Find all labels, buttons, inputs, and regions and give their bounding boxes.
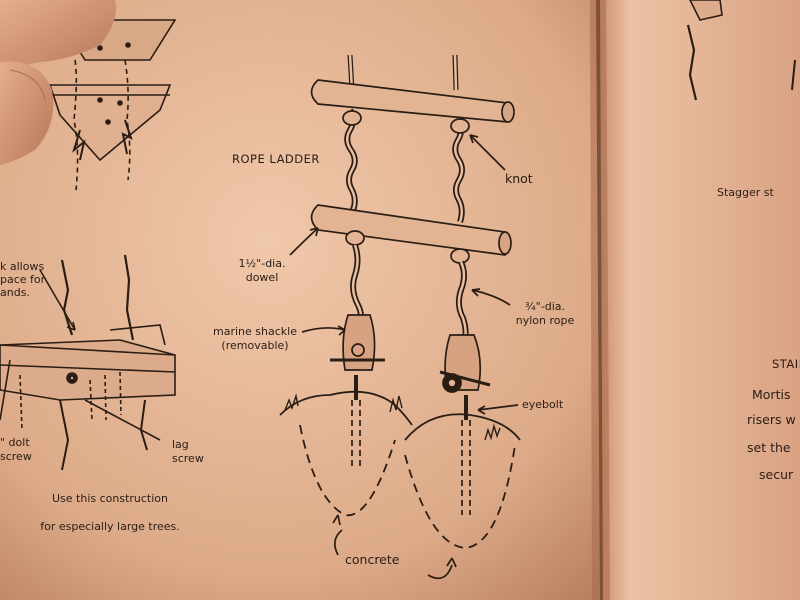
lag-screw-label-line1: lag [172,438,189,451]
rope-ladder-drawing [279,54,521,580]
dowel-label-line1: 1½"-dia. [238,257,286,270]
stairs-text-line2: risers w [747,412,796,427]
right-page [600,0,800,600]
beam-drawing [0,254,176,471]
caption-line1: Use this construction [51,492,169,505]
right-page-drawing [686,0,796,101]
knot-label: knot [505,171,533,186]
concrete-label: concrete [345,552,400,567]
left-page [0,0,600,600]
lag-screw-label-line2: screw [172,452,204,465]
bolt-label-line1: " dolt [0,436,30,449]
rope-label-line2: nylon rope [515,314,575,327]
stairs-heading: STAIRS [772,357,800,371]
thumb [0,0,116,165]
stairs-text-line4: secur [759,467,794,482]
eyebolt-label: eyebolt [522,398,564,411]
allow-note-line3: ands. [0,286,30,299]
allow-note-line1: k allows [0,260,45,273]
stairs-text-line3: set the [747,440,791,455]
caption-line2: for especially large trees. [40,520,180,533]
stagger-text: Stagger st [717,186,774,199]
allow-note-line2: pace for [0,273,46,286]
bolt-label-line2: screw [0,450,32,463]
rope-label-line1: ¾"-dia. [525,300,565,313]
shackle-label-line1: marine shackle [213,325,297,338]
figure-title: ROPE LADDER [232,152,320,166]
dowel-label-line2: dowel [245,271,279,284]
stairs-text-line1: Mortis [752,387,791,402]
shackle-label-line2: (removable) [221,339,289,352]
